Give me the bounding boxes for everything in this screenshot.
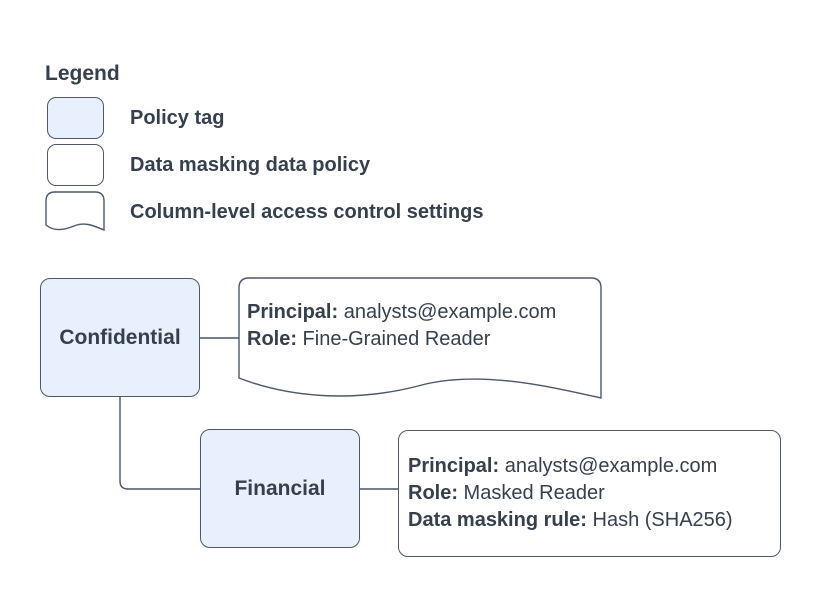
legend-label-data-masking-policy: Data masking data policy <box>130 154 371 176</box>
policy-role-value: Masked Reader <box>458 482 605 504</box>
policy-tag-financial: Financial <box>200 429 360 548</box>
policy-tag-financial-label: Financial <box>234 476 326 500</box>
connector-confidential-to-financial <box>119 397 200 490</box>
legend-label-policy-tag: Policy tag <box>130 107 225 129</box>
policy-principal-line: Principal: analysts@example.com <box>408 453 780 480</box>
settings-role-line: Role: Fine-Grained Reader <box>247 326 597 353</box>
access-control-settings-shape <box>238 277 602 399</box>
policy-principal-label: Principal: <box>408 455 500 477</box>
access-control-settings-text: Principal: analysts@example.com Role: Fi… <box>247 299 597 353</box>
legend-title: Legend <box>45 62 120 85</box>
policy-tag-swatch <box>47 97 104 139</box>
policy-role-line: Role: Masked Reader <box>408 480 780 507</box>
policy-principal-value: analysts@example.com <box>499 455 718 477</box>
data-masking-policy-box: Principal: analysts@example.com Role: Ma… <box>398 430 781 557</box>
policy-tag-confidential-label: Confidential <box>59 325 181 349</box>
settings-role-value: Fine-Grained Reader <box>297 328 491 350</box>
legend-label-access-control-settings: Column-level access control settings <box>130 201 484 223</box>
settings-principal-value: analysts@example.com <box>338 301 557 323</box>
policy-role-label: Role: <box>408 482 458 504</box>
settings-principal-line: Principal: analysts@example.com <box>247 299 597 326</box>
policy-tag-confidential: Confidential <box>40 278 200 397</box>
policy-masking-rule-line: Data masking rule: Hash (SHA256) <box>408 507 780 534</box>
data-masking-policy-swatch <box>47 144 104 186</box>
settings-role-label: Role: <box>247 328 297 350</box>
policy-masking-rule-value: Hash (SHA256) <box>586 509 733 531</box>
access-control-settings-swatch-shape <box>45 191 105 232</box>
settings-principal-label: Principal: <box>247 301 339 323</box>
policy-masking-rule-label: Data masking rule: <box>408 509 587 531</box>
